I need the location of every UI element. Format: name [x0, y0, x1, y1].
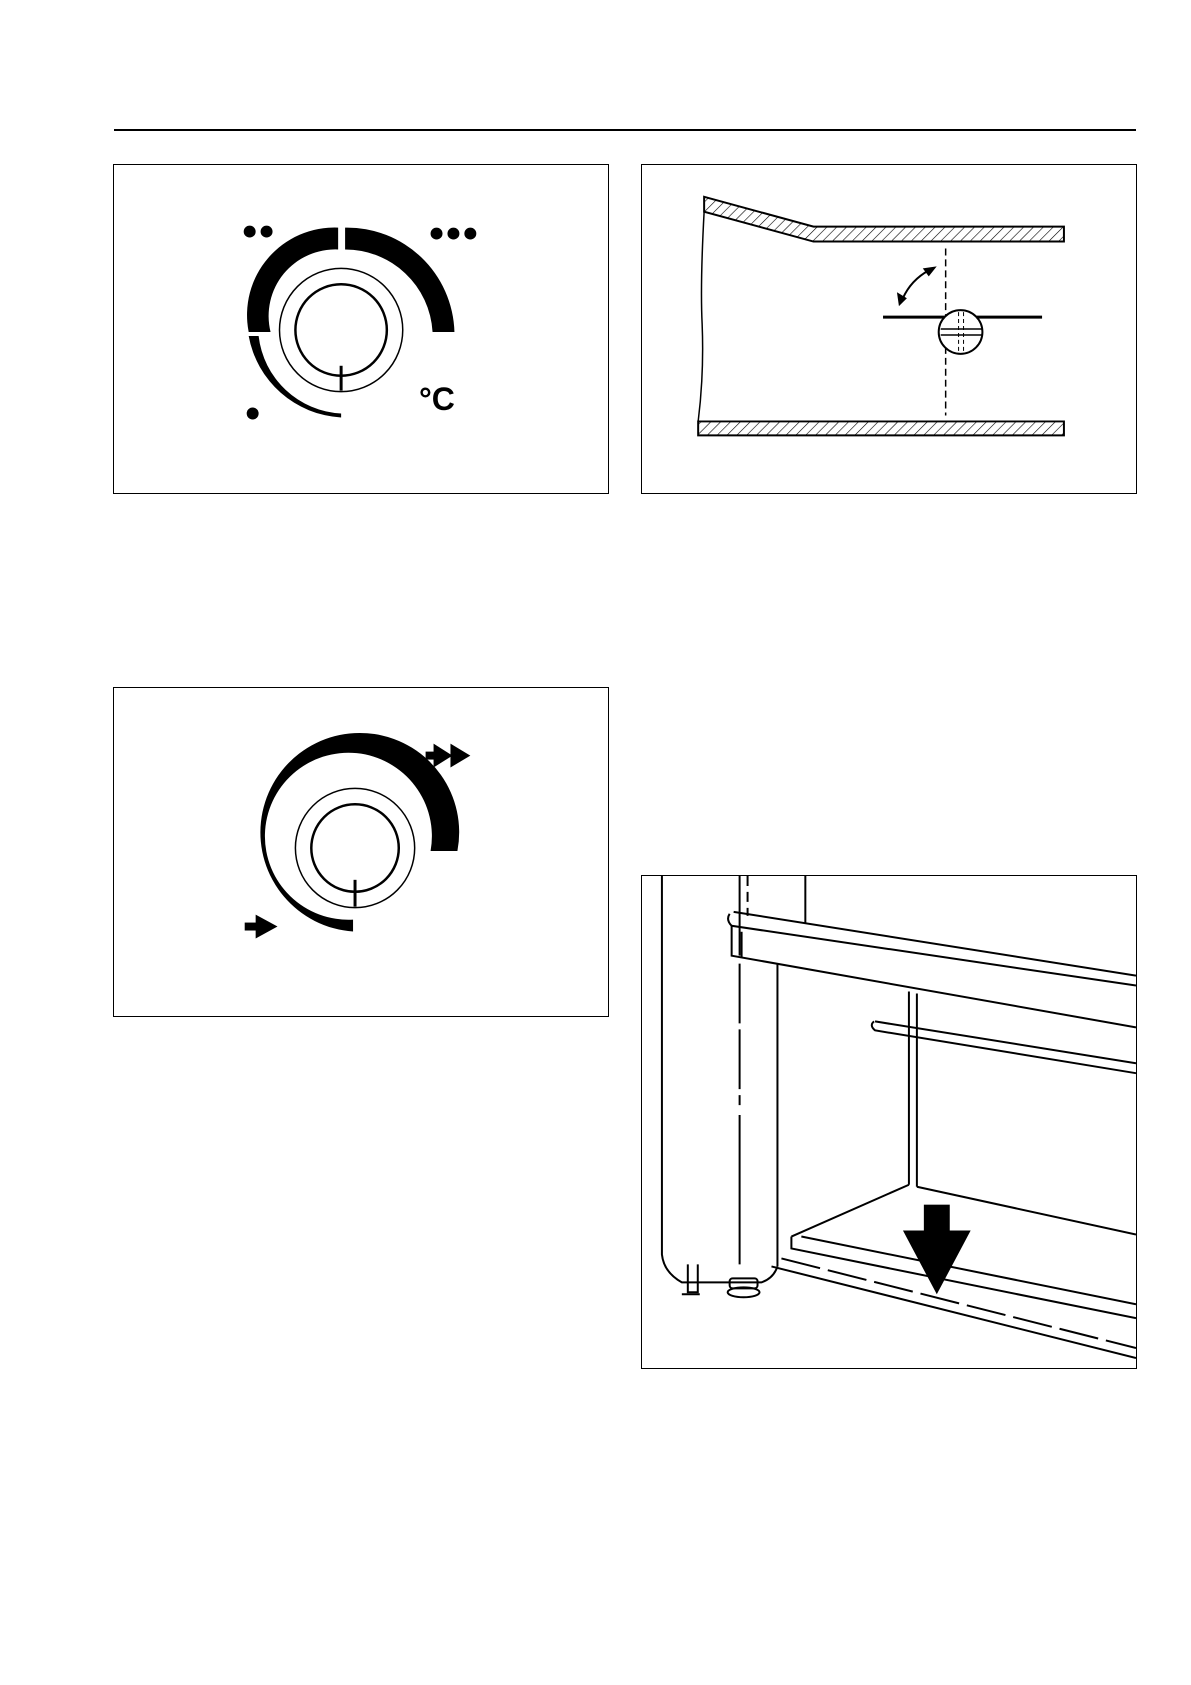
oven-base-installation-illustration: [642, 876, 1136, 1368]
down-arrow-icon: [903, 1205, 971, 1295]
flue-damper-figure: [641, 164, 1137, 494]
oven-base-installation-figure: [641, 875, 1137, 1369]
knob-inner-ring: [311, 804, 398, 891]
knob-inner-ring: [295, 284, 386, 375]
damper-pivot: [939, 310, 983, 354]
duct-lower-wall: [698, 421, 1064, 435]
flue-damper-illustration: [642, 165, 1136, 493]
header-rule: [114, 129, 1136, 131]
fan-speed-knob-illustration: [114, 688, 608, 1016]
level-high-icon: [431, 228, 477, 240]
slow-arrow-icon: [245, 915, 278, 939]
fan-speed-knob-figure: [113, 687, 609, 1017]
level-low-icon: [247, 408, 259, 420]
thermostat-knob-illustration: [114, 165, 608, 493]
rotate-arrow-icon: [897, 266, 937, 306]
thermostat-knob-figure: °C: [113, 164, 609, 494]
temperature-unit-label: °C: [419, 383, 455, 415]
level-medium-icon: [244, 226, 273, 238]
duct-upper-wall: [704, 197, 1064, 242]
fast-arrow-icon: [426, 744, 471, 768]
